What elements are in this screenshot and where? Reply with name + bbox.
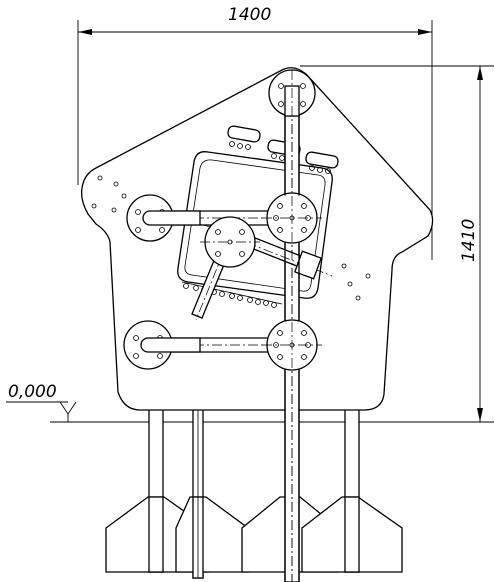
panel-holes	[91, 175, 371, 301]
support-posts	[148, 397, 360, 579]
disk-lower-left	[123, 320, 201, 370]
ground-level-mark: 0,000	[6, 382, 494, 423]
disk-center	[200, 216, 260, 268]
rotating-window	[177, 151, 333, 299]
rod-overlay	[284, 70, 300, 582]
concrete-footings	[105, 496, 403, 579]
disk-upper-left	[126, 194, 201, 242]
width-label: 1400	[228, 5, 271, 25]
top-hook-row	[227, 125, 339, 174]
width-dimension: 1400	[77, 5, 433, 260]
level-label: 0,000	[8, 382, 57, 402]
height-label: 1410	[459, 219, 479, 262]
height-dimension: 1410	[300, 65, 494, 422]
